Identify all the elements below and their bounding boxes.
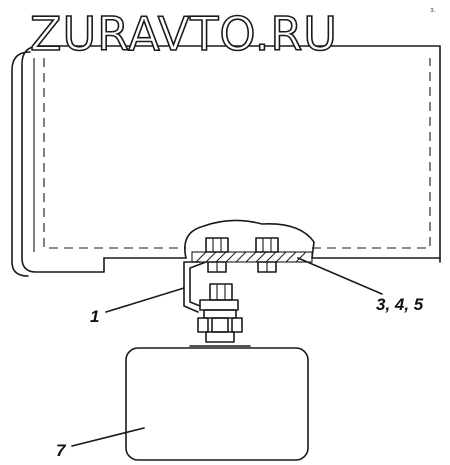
cutaway-section [184,219,315,263]
callout-box: 7 [56,441,67,460]
callout-fasteners: 3, 4, 5 [376,295,424,314]
callout-bracket: 1 [90,307,99,326]
mount-hardware [189,283,251,347]
corner-mark: з. [430,6,436,14]
leader-lines [71,257,383,447]
watermark-text: ZURAVTO.RU [30,7,338,61]
bolt-right [255,237,279,273]
frame-rail [11,45,441,277]
bolt-left [205,237,229,273]
bracket [183,261,207,313]
hatching [195,251,307,263]
housing-box [125,347,309,461]
